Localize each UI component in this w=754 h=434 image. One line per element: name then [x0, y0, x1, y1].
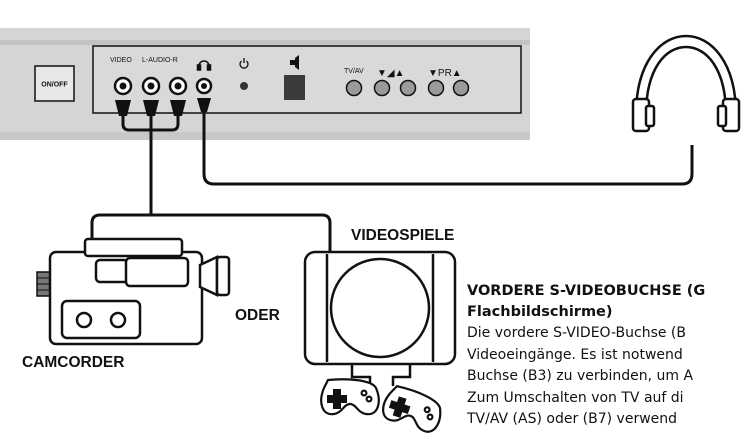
camcorder-icon: [36, 237, 231, 346]
control-buttons: [345, 79, 470, 97]
or-label: ODER: [235, 307, 280, 324]
body-line: Zum Umschalten von TV auf di: [467, 389, 684, 406]
headphone-icon: [196, 60, 212, 71]
volume-up-button: [399, 79, 417, 97]
section-heading: VORDERE S-VIDEOBUCHSE (G: [467, 283, 706, 299]
power-button-label: ON/OFF: [41, 82, 68, 89]
body-line: Die vordere S-VIDEO-Buchse (B: [467, 325, 686, 341]
body-line: Buchse (B3) zu verbinden, um A: [467, 368, 694, 384]
video-games-label: VIDEOSPIELE: [351, 227, 454, 244]
body-line: TV/AV (AS) oder (B7) verwend: [467, 411, 678, 427]
video-jack-label: VIDEO: [110, 57, 132, 64]
av-jacks: [113, 76, 213, 96]
ir-sensor-window: [284, 75, 305, 100]
game-controller-icon: [320, 378, 380, 416]
av-cable: [90, 114, 332, 252]
section-heading-cont: Flachbildschirme): [467, 304, 613, 320]
power-button: ON/OFF: [34, 65, 75, 102]
volume-down-button: [373, 79, 391, 97]
audio-jack-label: L-AUDIO-R: [142, 57, 178, 64]
tv-front-panel: [0, 28, 530, 140]
standby-icon: [239, 58, 249, 69]
body-line: Videoeingänge. Es ist notwend: [467, 346, 683, 363]
source-button: [345, 79, 363, 97]
volume-buttons-label: ▼◢▲: [377, 68, 405, 79]
headphone-cable: [202, 110, 694, 186]
game-controller-icon-2: [382, 385, 442, 433]
program-buttons-label: ▼PR▲: [428, 68, 462, 79]
instruction-text: VORDERE S-VIDEOBUCHSE (G Flachbildschirm…: [467, 281, 754, 434]
standby-led: [240, 82, 248, 90]
game-console-icon: [303, 250, 457, 386]
camcorder-label: CAMCORDER: [22, 354, 124, 371]
ir-sensor-icon: [290, 55, 299, 70]
source-button-label: TV/AV: [344, 68, 364, 75]
headphones-icon: [631, 34, 741, 133]
program-up-button: [452, 79, 470, 97]
program-down-button: [427, 79, 445, 97]
av-plugs: [115, 98, 211, 116]
